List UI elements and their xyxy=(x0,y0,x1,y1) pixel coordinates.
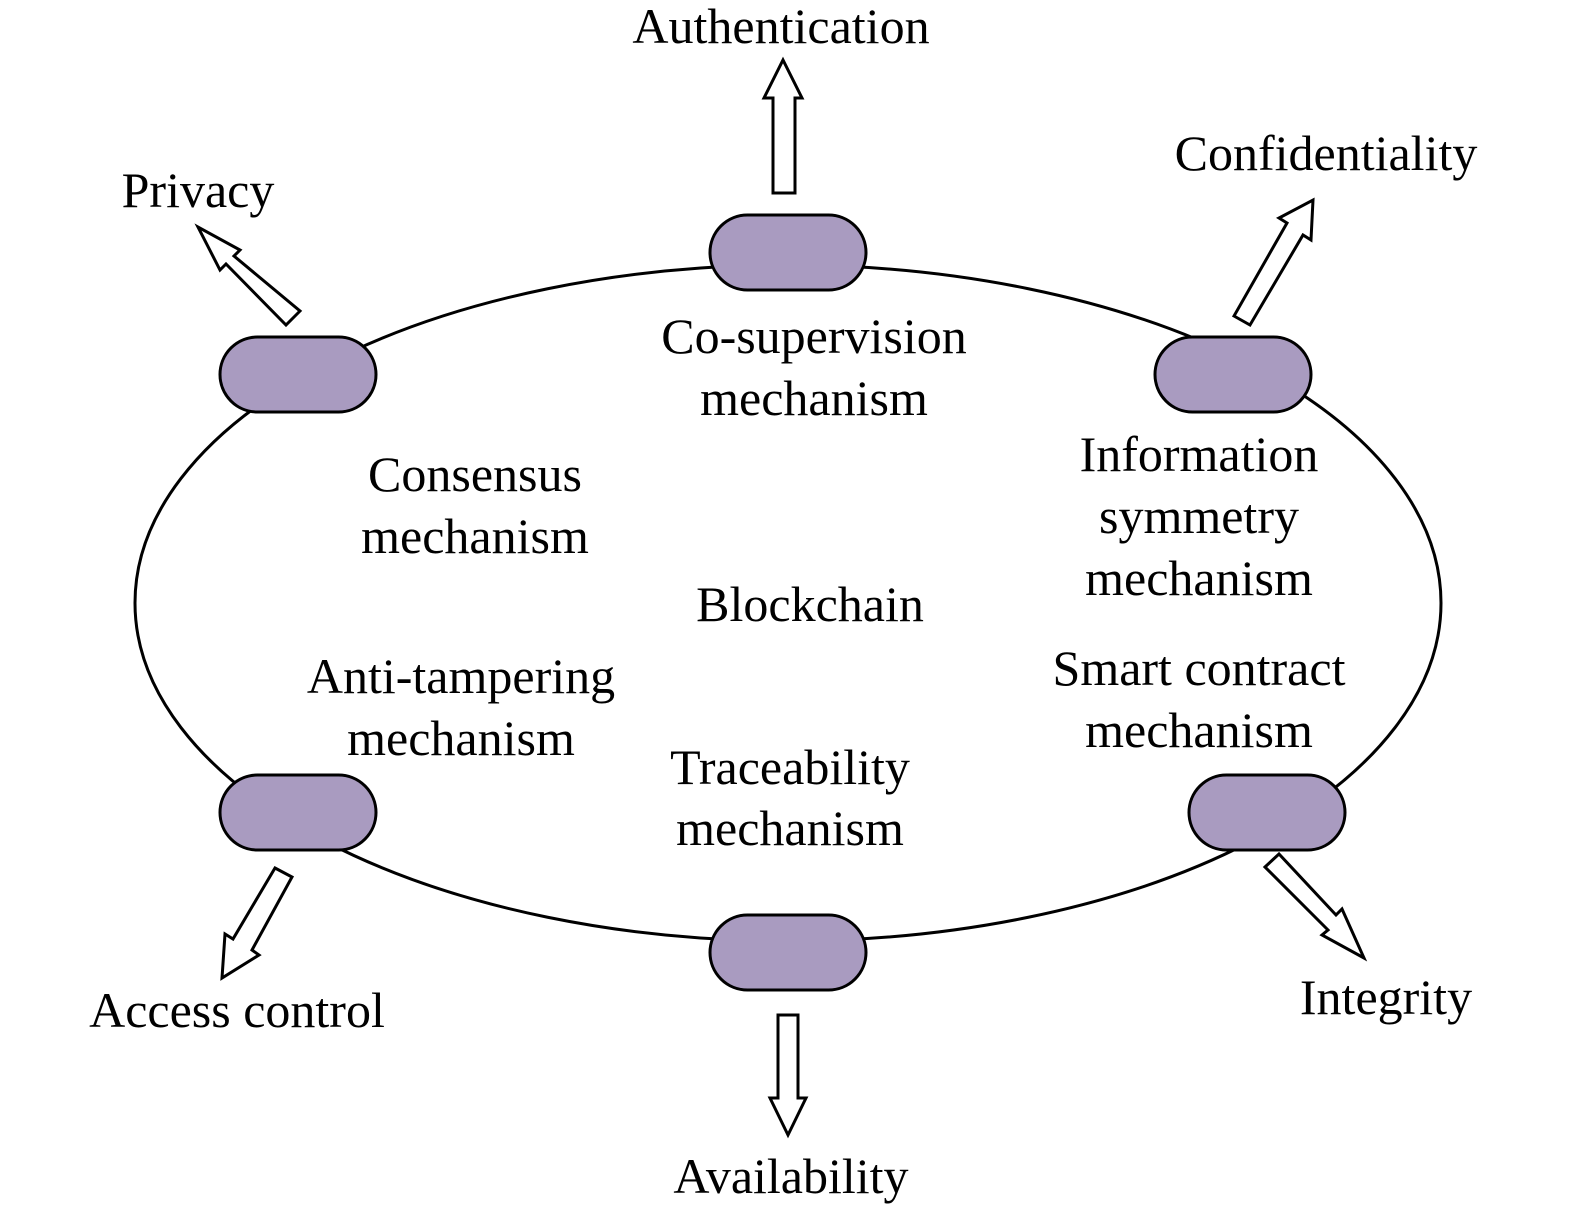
integrity-label: Integrity xyxy=(1300,969,1472,1025)
anti-tampering-line-2: mechanism xyxy=(347,710,575,766)
availability-label: Availability xyxy=(673,1148,908,1204)
co-supervision-line-2: mechanism xyxy=(700,370,928,426)
node-top-right xyxy=(1153,335,1313,414)
authentication-label: Authentication xyxy=(632,0,929,54)
co-supervision-line-1: Co-supervision xyxy=(661,308,967,364)
information-symmetry-line-3: mechanism xyxy=(1085,550,1313,606)
information-symmetry-line-2: symmetry xyxy=(1099,488,1299,544)
smart-contract-line-2: mechanism xyxy=(1085,702,1313,758)
traceability-line-1: Traceability xyxy=(670,739,910,795)
information-symmetry-line-1: Information xyxy=(1080,426,1319,482)
arrow-integrity xyxy=(1262,851,1368,962)
smart-contract-line-1: Smart contract xyxy=(1053,640,1346,696)
node-bottom-left xyxy=(218,773,378,852)
node-top xyxy=(708,213,868,292)
arrow-authentication xyxy=(761,56,805,195)
consensus-line-1: Consensus xyxy=(368,446,582,502)
arrow-access-control xyxy=(220,866,295,981)
consensus-line-2: mechanism xyxy=(361,508,589,564)
arrow-privacy xyxy=(194,223,303,328)
traceability-line-2: mechanism xyxy=(676,800,904,856)
node-bottom xyxy=(708,913,868,992)
access-control-label: Access control xyxy=(89,982,385,1038)
arrow-availability xyxy=(767,1013,809,1139)
node-bottom-right xyxy=(1187,773,1347,852)
node-top-left xyxy=(218,335,378,414)
center-label: Blockchain xyxy=(696,576,924,632)
anti-tampering-line-1: Anti-tampering xyxy=(307,648,615,704)
arrow-confidentiality xyxy=(1231,197,1315,328)
privacy-label: Privacy xyxy=(122,162,275,218)
confidentiality-label: Confidentiality xyxy=(1175,125,1478,181)
